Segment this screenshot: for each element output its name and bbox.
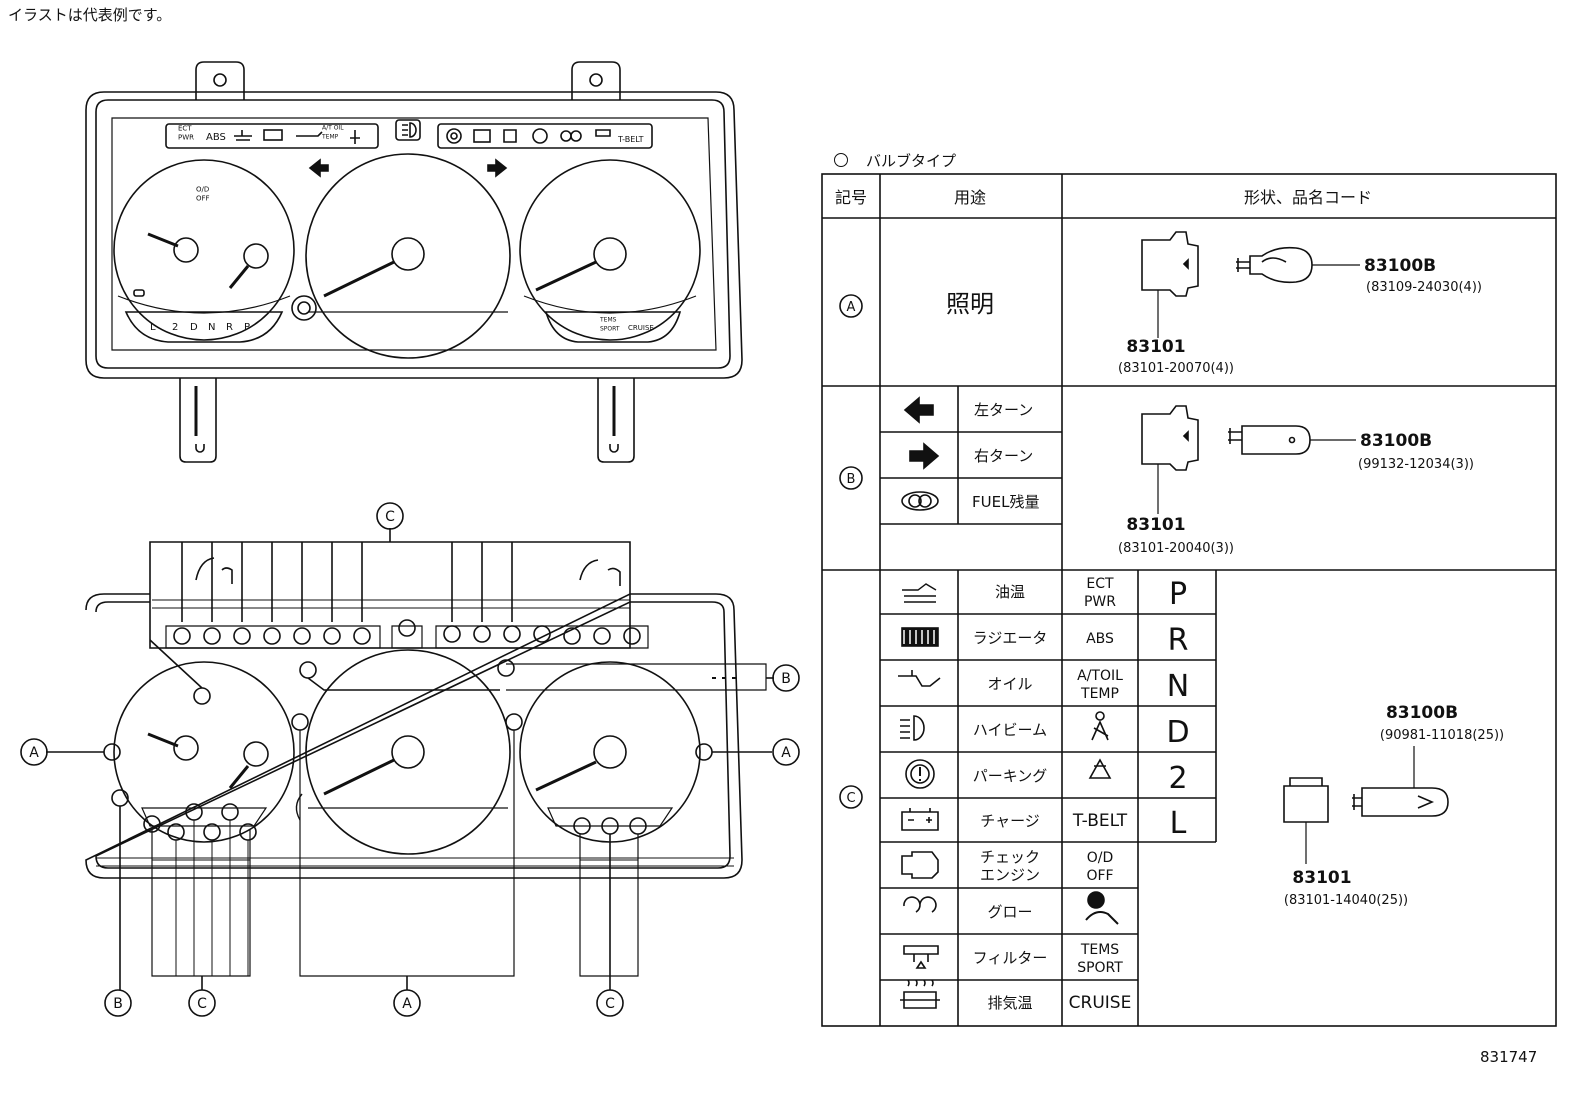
svg-text:L: L bbox=[150, 322, 156, 333]
usage-illumination: 照明 bbox=[946, 290, 994, 318]
symbol-a: A bbox=[847, 300, 856, 315]
usage-c-row-5: チャージ bbox=[980, 812, 1040, 830]
top-cluster bbox=[85, 61, 743, 463]
svg-text:2: 2 bbox=[172, 322, 178, 333]
group-a-bulb-code: 83100B bbox=[1364, 256, 1436, 276]
t-belt-label-top: T-BELT bbox=[617, 135, 644, 144]
usage-c-row-9: 排気温 bbox=[987, 994, 1032, 1012]
group-c-bulb-part: (90981-11018(25)) bbox=[1380, 728, 1504, 743]
callout-left-a-letter: A bbox=[29, 745, 39, 761]
svg-text:N: N bbox=[208, 322, 215, 333]
illustration-note: イラストは代表例です。 bbox=[8, 6, 172, 24]
callout-bottom-c1-letter: C bbox=[197, 996, 207, 1012]
text-indicator-row-5: T-BELT bbox=[1072, 811, 1128, 831]
header-symbol: 記号 bbox=[835, 188, 867, 207]
header-shape: 形状、品名コード bbox=[1244, 188, 1372, 207]
document-number: 831747 bbox=[1480, 1048, 1538, 1066]
callout-bottom-b bbox=[104, 989, 132, 1017]
usage-c-row-1: ラジエータ bbox=[973, 629, 1048, 647]
group-b-bulb-code: 83100B bbox=[1360, 431, 1432, 451]
symbol-b: B bbox=[847, 472, 856, 487]
header-usage: 用途 bbox=[954, 188, 986, 207]
circle-icon bbox=[834, 153, 848, 167]
group-c-socket-code: 83101 bbox=[1292, 868, 1351, 888]
usage-c-row-7: グロー bbox=[987, 903, 1032, 921]
bottom-cluster bbox=[46, 528, 774, 990]
gear-indicator-P: P bbox=[1169, 577, 1187, 612]
group-a-socket-part: (83101-20070(4)) bbox=[1118, 361, 1234, 376]
callout-right-a-letter: A bbox=[781, 745, 791, 761]
gear-indicator-2: 2 bbox=[1168, 761, 1187, 796]
callout-right-b-letter: B bbox=[781, 671, 791, 687]
gear-indicator-R: R bbox=[1168, 623, 1189, 658]
abs-label-top: ABS bbox=[206, 132, 226, 143]
usage-c-row-8: フィルター bbox=[973, 949, 1048, 967]
usage-c-row-0: 油温 bbox=[995, 583, 1025, 601]
gear-indicator-L: L bbox=[1170, 806, 1187, 841]
gear-indicator-N: N bbox=[1167, 669, 1189, 704]
usage-c-row-6: チェックエンジン bbox=[980, 848, 1040, 884]
group-a-socket-code: 83101 bbox=[1126, 337, 1185, 357]
group-b-socket-part: (83101-20040(3)) bbox=[1118, 541, 1234, 556]
gear-strip-top: L 2 D N R P bbox=[150, 322, 250, 333]
group-c-socket-part: (83101-14040(25)) bbox=[1284, 893, 1408, 908]
group-b-socket-code: 83101 bbox=[1126, 515, 1185, 535]
group-c-bulb-code: 83100B bbox=[1386, 703, 1458, 723]
text-indicator-row-1: ABS bbox=[1086, 631, 1114, 647]
group-b-bulb-part: (99132-12034(3)) bbox=[1358, 457, 1474, 472]
gear-indicator-D: D bbox=[1166, 715, 1189, 750]
callout-right-b bbox=[772, 664, 800, 692]
callout-top-c bbox=[376, 502, 404, 530]
usage-left-turn: 左ターン bbox=[974, 401, 1033, 419]
callout-bottom-c2 bbox=[596, 989, 624, 1017]
usage-c-row-2: オイル bbox=[987, 675, 1032, 693]
svg-text:D: D bbox=[190, 322, 198, 333]
symbol-c: C bbox=[846, 791, 855, 806]
callout-bottom-a bbox=[393, 989, 421, 1017]
svg-text:P: P bbox=[244, 322, 250, 333]
bulb-table bbox=[821, 173, 1557, 1027]
legend-label: バルブタイプ bbox=[866, 152, 957, 170]
callout-right-a bbox=[772, 738, 800, 766]
usage-right-turn: 右ターン bbox=[974, 447, 1033, 465]
text-indicator-row-9: CRUISE bbox=[1069, 993, 1132, 1013]
callout-top-c-letter: C bbox=[385, 509, 395, 525]
callout-bottom-a-letter: A bbox=[402, 996, 412, 1012]
svg-text:R: R bbox=[226, 322, 233, 333]
usage-fuel: FUEL残量 bbox=[972, 493, 1039, 511]
callout-bottom-c2-letter: C bbox=[605, 996, 615, 1012]
usage-c-row-3: ハイビーム bbox=[973, 721, 1047, 739]
bulb-type-legend: バルブタイプ bbox=[834, 150, 956, 171]
cruise-label-top: CRUISE bbox=[628, 324, 654, 332]
callout-bottom-b-letter: B bbox=[113, 996, 123, 1012]
group-a-bulb-part: (83109-24030(4)) bbox=[1366, 280, 1482, 295]
usage-c-row-4: パーキング bbox=[973, 767, 1048, 785]
callout-left-a bbox=[20, 738, 48, 766]
callout-bottom-c1 bbox=[188, 989, 216, 1017]
